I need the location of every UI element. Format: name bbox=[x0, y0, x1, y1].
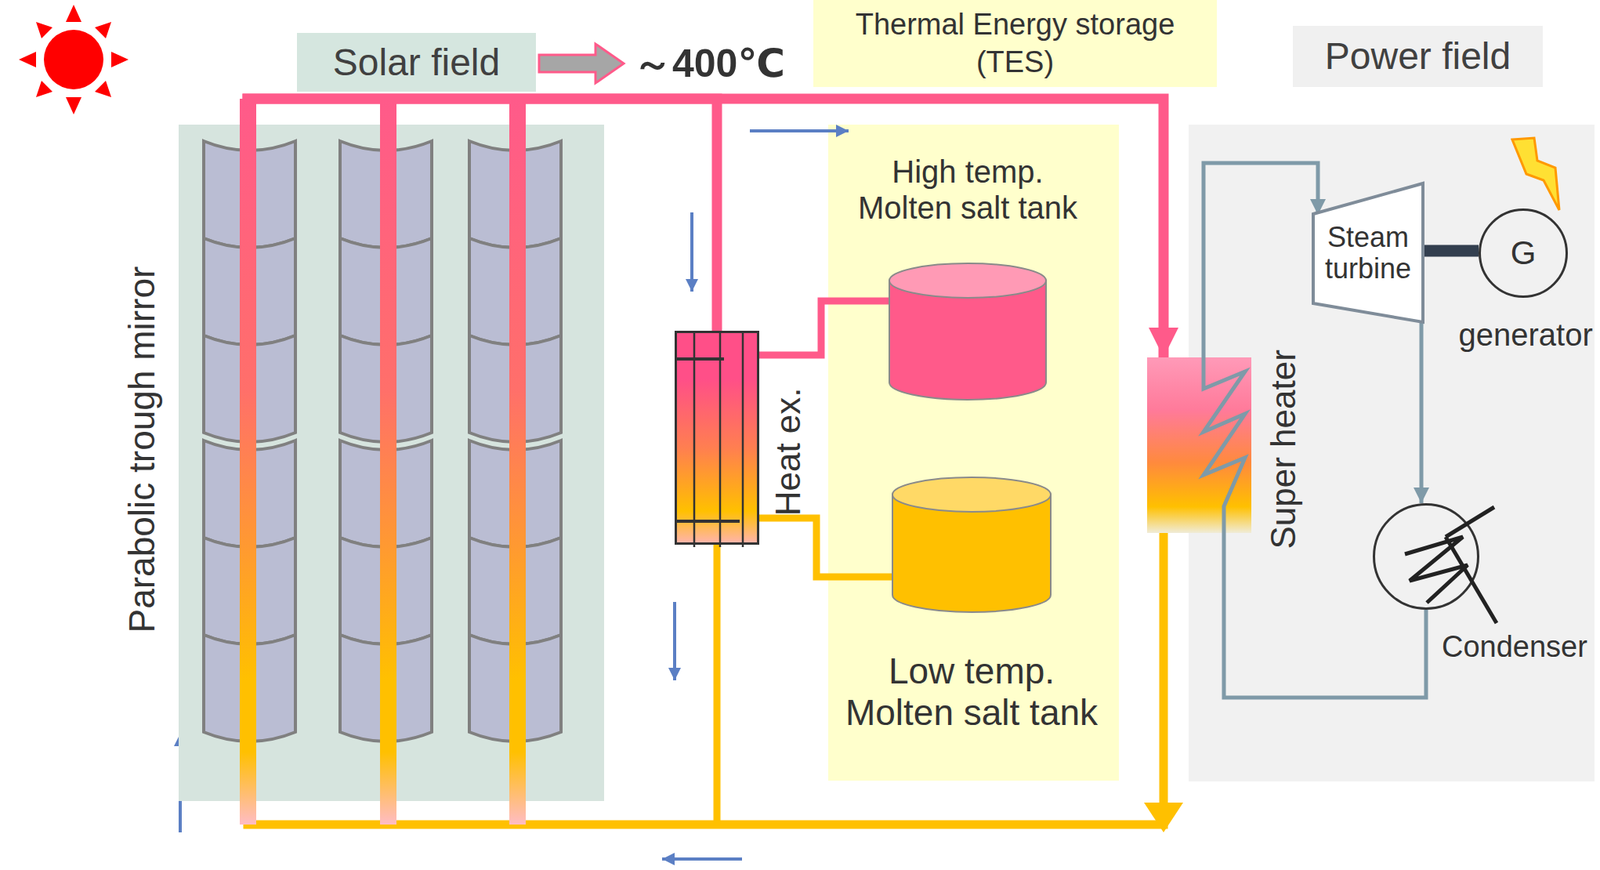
condenser-circle: Condenser bbox=[1372, 503, 1480, 610]
lightning-icon bbox=[1512, 137, 1560, 210]
solar-field-region-shape bbox=[178, 124, 605, 801]
temperature-label: ～400℃ bbox=[633, 37, 786, 91]
heat-exchanger: Heat ex. bbox=[674, 330, 760, 545]
region-label: Thermal Energy storage (TES) bbox=[813, 0, 1217, 87]
salt-pipe bbox=[759, 300, 890, 355]
tank-label: High temp. Molten salt tank bbox=[850, 153, 1086, 226]
absorber-pipe bbox=[380, 98, 397, 825]
tank-lid bbox=[889, 263, 1047, 298]
steam-line bbox=[1203, 162, 1318, 358]
region-title: Solar field bbox=[333, 39, 500, 86]
cold-salt-tank-shape bbox=[892, 477, 1051, 612]
condenser-coil bbox=[1404, 506, 1497, 623]
steam-line bbox=[1419, 322, 1424, 504]
condenser-label: Condenser bbox=[1441, 629, 1588, 666]
super-heater: Super heater bbox=[1147, 357, 1252, 533]
super-heater-shape bbox=[1147, 357, 1252, 533]
region-label: Power field bbox=[1292, 25, 1543, 87]
cold-salt-tank: Low temp. Molten salt tank bbox=[892, 477, 1051, 612]
salt-pipe bbox=[759, 517, 893, 577]
rotated-label: Super heater bbox=[1263, 349, 1305, 549]
turbine-outline bbox=[1313, 183, 1423, 323]
region-title: Thermal Energy storage (TES) bbox=[843, 6, 1188, 81]
turbine-label: Steam turbine bbox=[1317, 221, 1420, 284]
tank-label: Low temp. Molten salt tank bbox=[838, 650, 1105, 734]
steam-coil bbox=[1203, 357, 1246, 533]
return-arrowhead bbox=[1143, 802, 1184, 833]
generator-symbol: G bbox=[1510, 233, 1537, 273]
absorber-pipe bbox=[509, 98, 526, 825]
hot-salt-tank-shape bbox=[889, 263, 1047, 400]
absorber-pipe bbox=[239, 98, 257, 825]
tank-lid bbox=[892, 477, 1051, 512]
steam-turbine: Steam turbine bbox=[1313, 183, 1423, 323]
turbine-shaft bbox=[1422, 245, 1479, 258]
exchanger-tubes bbox=[676, 333, 743, 547]
region-label: Solar field bbox=[296, 32, 536, 92]
sun-icon bbox=[18, 4, 129, 115]
flow-arrow bbox=[539, 43, 624, 84]
generator-label: generator bbox=[1458, 315, 1593, 354]
heat-exchanger-shape bbox=[676, 333, 762, 547]
solar-field-region: Parabolic trough mirror bbox=[178, 124, 605, 801]
hot-salt-tank: High temp. Molten salt tank bbox=[889, 263, 1047, 400]
tes-region bbox=[828, 124, 1119, 781]
condenser-circle-shape bbox=[1375, 505, 1482, 612]
rotated-label: Heat ex. bbox=[767, 387, 810, 516]
steam-line bbox=[1223, 532, 1427, 698]
generator-circle: Ggenerator bbox=[1478, 208, 1568, 298]
rotated-label: Parabolic trough mirror bbox=[120, 265, 164, 633]
region-title: Power field bbox=[1324, 33, 1511, 80]
